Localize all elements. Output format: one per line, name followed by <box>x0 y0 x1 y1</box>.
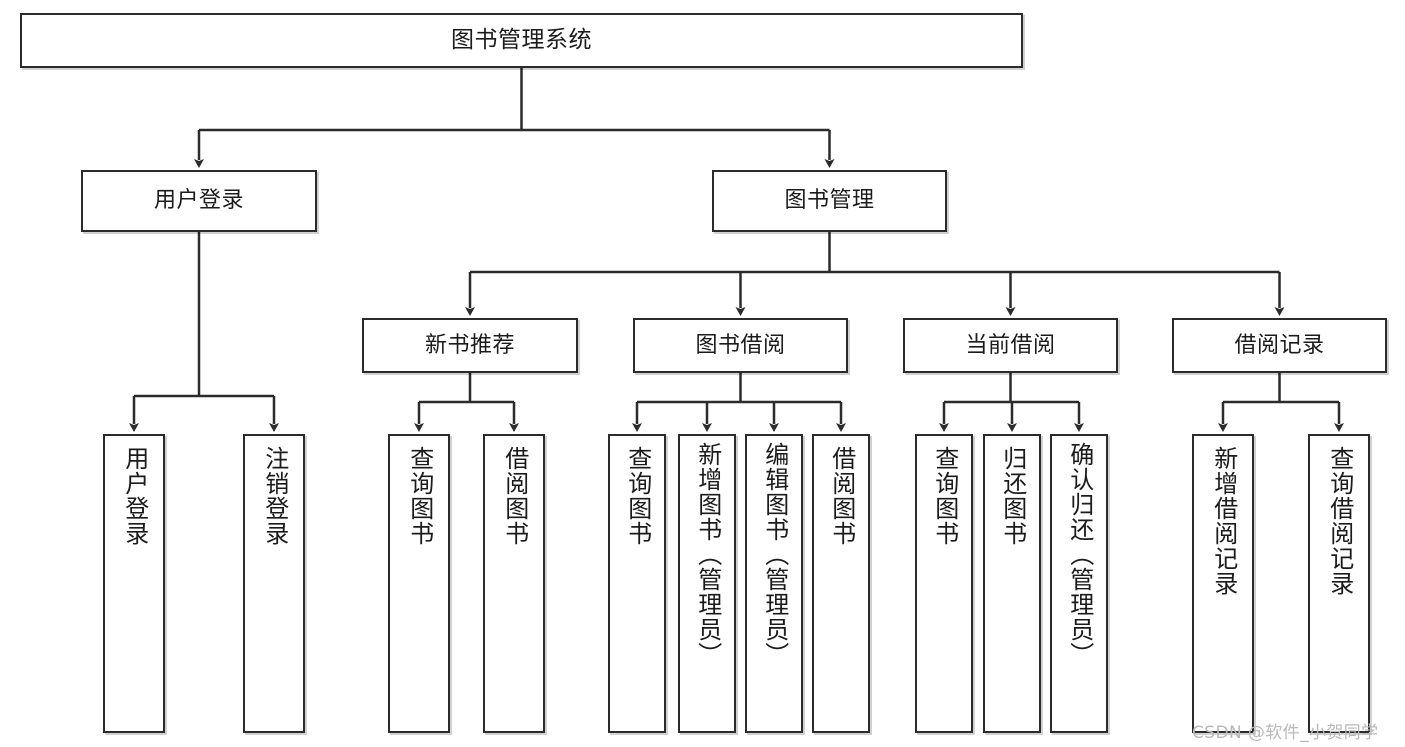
node-leaf-query-book-2[interactable]: 查询图书 <box>608 434 666 733</box>
node-leaf-query-record[interactable]: 查询借阅记录 <box>1308 434 1370 733</box>
node-label: 借阅图书 <box>500 446 529 546</box>
node-leaf-query-book-3[interactable]: 查询图书 <box>915 434 973 733</box>
node-label: 用户登录 <box>120 446 149 546</box>
csdn-watermark: CSDN @软件_小贺同学 <box>1192 723 1379 743</box>
node-label: 查询图书 <box>405 446 434 546</box>
node-label: 当前借阅 <box>965 332 1056 358</box>
node-current-borrow[interactable]: 当前借阅 <box>903 318 1118 373</box>
node-label: 用户登录 <box>153 188 244 214</box>
node-leaf-borrow-book-2[interactable]: 借阅图书 <box>812 434 870 733</box>
node-label: 借阅图书 <box>827 446 856 546</box>
node-user-login[interactable]: 用户登录 <box>81 170 317 232</box>
node-leaf-edit-book[interactable]: 编辑图书（管理员） <box>745 434 803 733</box>
node-leaf-borrow-book-1[interactable]: 借阅图书 <box>483 434 545 733</box>
node-label: 新书推荐 <box>424 332 515 358</box>
node-label: 新增借阅记录 <box>1209 446 1238 596</box>
node-book-borrow[interactable]: 图书借阅 <box>633 318 848 373</box>
node-label: 查询图书 <box>623 446 652 546</box>
node-leaf-query-book-1[interactable]: 查询图书 <box>388 434 450 733</box>
node-label: 图书管理 <box>784 188 875 214</box>
node-leaf-user-login[interactable]: 用户登录 <box>103 434 165 733</box>
node-leaf-add-book[interactable]: 新增图书（管理员） <box>678 434 736 733</box>
node-leaf-user-logout[interactable]: 注销登录 <box>243 434 305 733</box>
node-leaf-confirm-return[interactable]: 确认归还（管理员） <box>1050 434 1108 733</box>
node-label: 新增图书（管理员） <box>693 442 722 667</box>
node-leaf-add-record[interactable]: 新增借阅记录 <box>1192 434 1254 733</box>
node-label: 确认归还（管理员） <box>1065 442 1094 667</box>
node-book-manage[interactable]: 图书管理 <box>712 170 947 232</box>
node-label: 归还图书 <box>998 446 1027 546</box>
node-root[interactable]: 图书管理系统 <box>20 13 1023 68</box>
node-label: 图书管理系统 <box>451 26 592 53</box>
node-label: 查询图书 <box>930 446 959 546</box>
node-label: 图书借阅 <box>695 332 786 358</box>
node-label: 查询借阅记录 <box>1325 446 1354 596</box>
node-borrow-record[interactable]: 借阅记录 <box>1172 318 1387 373</box>
node-new-book-rec[interactable]: 新书推荐 <box>362 318 578 373</box>
node-leaf-return-book[interactable]: 归还图书 <box>983 434 1041 733</box>
node-label: 编辑图书（管理员） <box>760 442 789 667</box>
node-label: 借阅记录 <box>1234 332 1325 358</box>
node-label: 注销登录 <box>260 446 289 546</box>
